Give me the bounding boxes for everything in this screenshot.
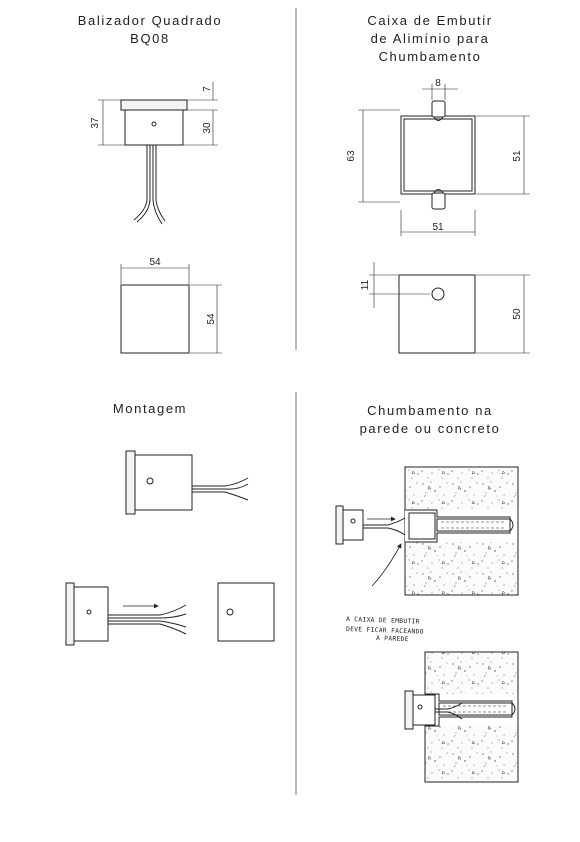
dim-total-height: 37 [90,117,101,129]
note-line: DEVE FICAR FACEANDO [346,626,424,636]
title-line: Caixa de Embutir [367,13,493,28]
dim-box-outer-height: 63 [346,150,357,162]
chumbamento-wall-bottom [424,651,519,783]
title-line: Chumbamento na [367,403,493,418]
note-line: A CAIXA DE EMBUTIR [346,616,420,626]
chumbamento-fixture-bottom [404,690,463,730]
bq08-front-view [120,264,222,354]
bq08-side-view [98,82,218,225]
title-line: Chumbamento [378,49,482,64]
title-line: BQ08 [130,31,170,46]
box-front-view [369,262,530,354]
title-montagem: Montagem [40,400,260,418]
dim-front-width: 54 [149,257,161,268]
title-line: de Alimínio para [370,31,490,46]
montagem-assembled [125,450,249,515]
dim-body-height: 30 [202,122,213,134]
title-caixa: Caixa de Embutir de Alimínio para Chumba… [320,12,540,66]
dim-box-width: 51 [432,222,444,233]
title-line: parede ou concreto [359,421,501,436]
dim-tab-width: 8 [435,78,441,89]
montagem-exploded [65,582,275,646]
title-balizador: Balizador Quadrado BQ08 [40,12,260,48]
title-line: Balizador Quadrado [77,13,223,28]
title-chumbamento: Chumbamento na parede ou concreto [320,402,540,438]
dim-box-inner-height: 51 [512,150,523,162]
dim-cap-height: 7 [202,86,213,92]
dim-front-height: 54 [206,313,217,325]
note-line: A PAREDE [376,635,409,643]
chumbamento-wall-top [404,466,519,596]
chumbamento-fixture-top [335,505,406,587]
dim-hole-offset: 11 [360,279,371,290]
title-line: Montagem [112,401,188,416]
dim-box-front-height: 50 [512,308,523,320]
box-section-view [358,84,530,236]
